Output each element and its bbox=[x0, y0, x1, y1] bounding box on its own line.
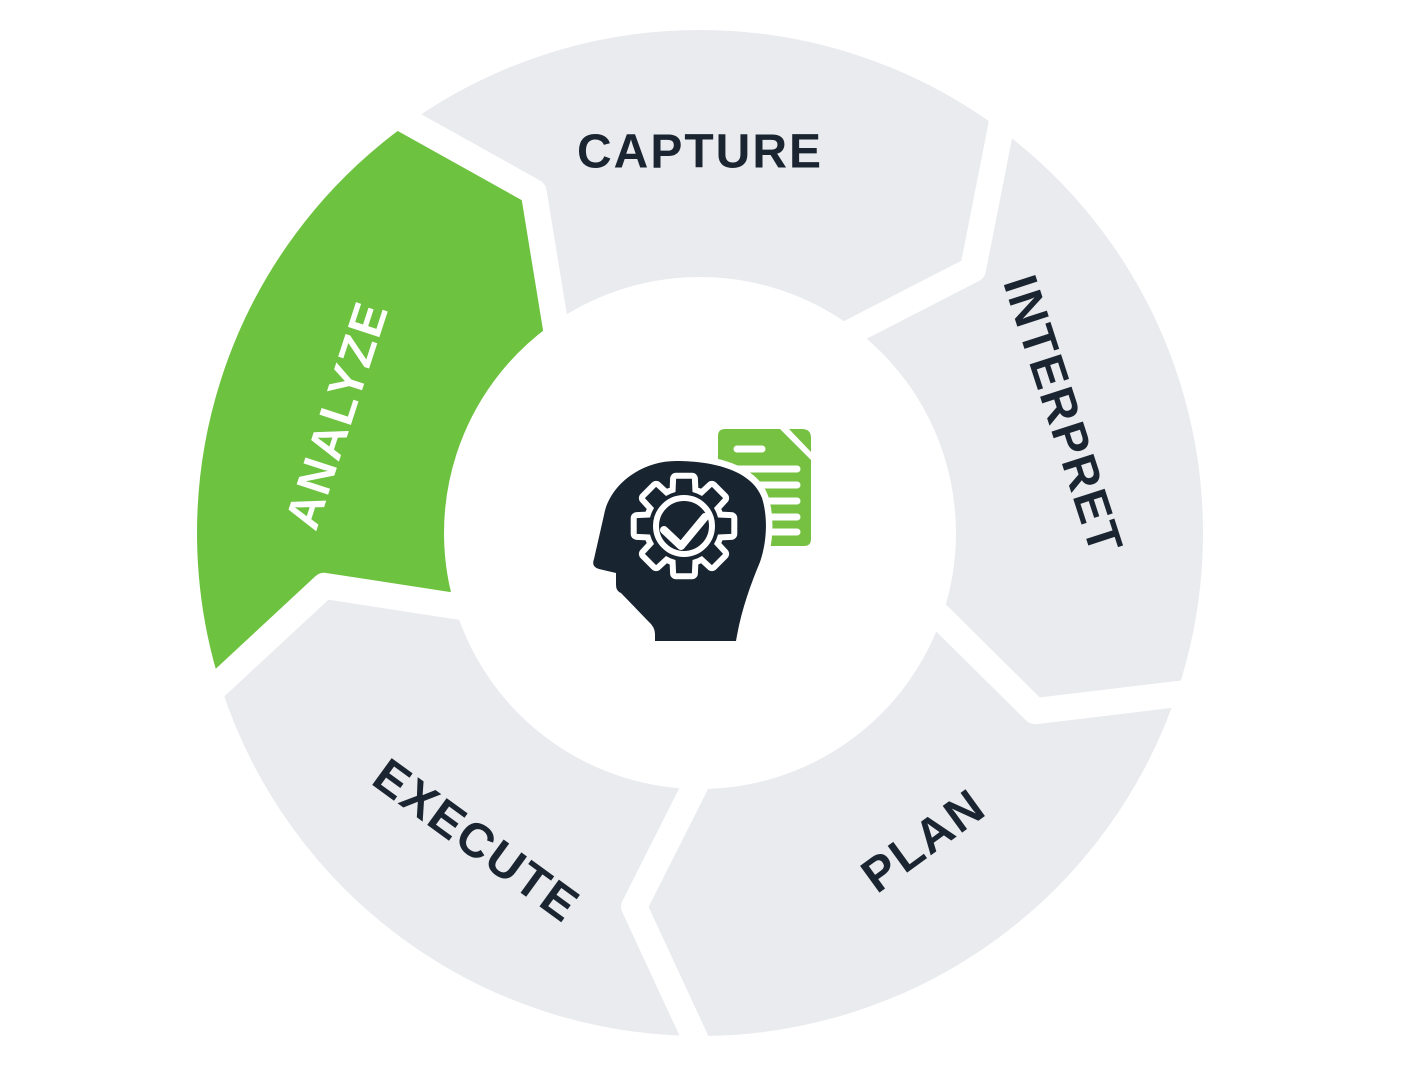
check-circle-ring bbox=[653, 495, 715, 557]
checkmark-icon bbox=[660, 513, 709, 550]
center-icon bbox=[586, 429, 811, 648]
gear-icon bbox=[630, 472, 738, 580]
segment-plan bbox=[621, 595, 1204, 1062]
ring-segments bbox=[171, 4, 1229, 1062]
segment-execute bbox=[196, 572, 713, 1062]
segment-interpret bbox=[829, 102, 1229, 725]
segment-analyze bbox=[171, 102, 571, 706]
document-fold-corner bbox=[789, 429, 811, 452]
head-icon bbox=[586, 454, 773, 648]
segment-label-capture: CAPTURE bbox=[577, 126, 823, 179]
